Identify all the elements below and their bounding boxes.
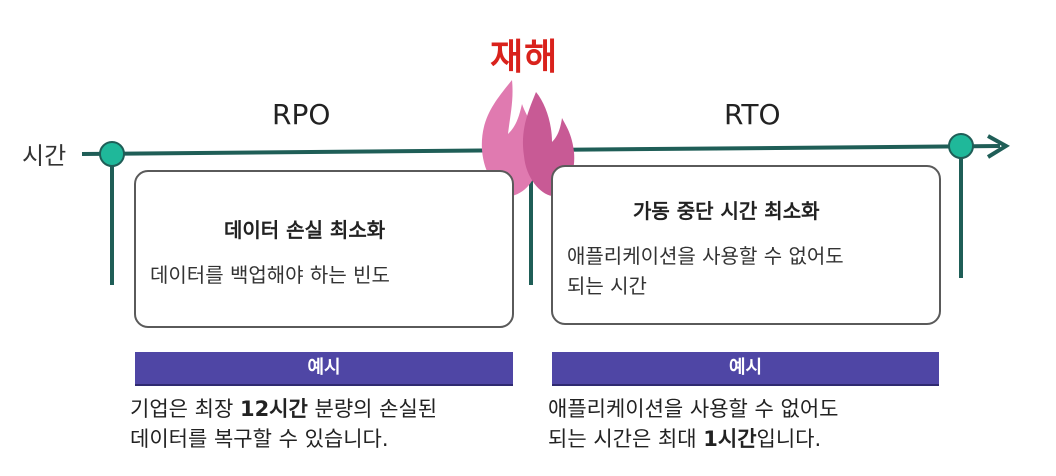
rpo-box: 데이터 손실 최소화 데이터를 백업해야 하는 빈도 bbox=[134, 170, 514, 328]
rto-box-desc-line1: 애플리케이션을 사용할 수 없어도 bbox=[567, 244, 844, 268]
rpo-example-line1-c: 분량의 손실된 bbox=[307, 397, 438, 421]
rto-box-description: 애플리케이션을 사용할 수 없어도 되는 시간 bbox=[567, 241, 937, 301]
rto-box-desc-line2: 되는 시간 bbox=[567, 274, 647, 298]
rto-box-title: 가동 중단 시간 최소화 bbox=[633, 199, 820, 223]
time-axis-label: 시간 bbox=[22, 142, 67, 170]
rpo-example-line1-a: 기업은 최장 bbox=[130, 397, 240, 421]
disaster-label: 재해 bbox=[490, 37, 559, 78]
rto-end-node bbox=[948, 133, 974, 159]
rto-label: RTO bbox=[724, 98, 781, 131]
rpo-box-description: 데이터를 백업해야 하는 빈도 bbox=[150, 263, 390, 287]
rto-example-line2-c: 입니다. bbox=[756, 427, 822, 451]
rpo-example-text: 기업은 최장 12시간 분량의 손실된 데이터를 복구할 수 있습니다. bbox=[130, 394, 437, 454]
rto-example-text: 애플리케이션을 사용할 수 없어도 되는 시간은 최대 1시간입니다. bbox=[548, 394, 839, 454]
arrow-right-icon bbox=[986, 134, 1010, 159]
rpo-example-line1: 기업은 최장 12시간 분량의 손실된 bbox=[130, 394, 437, 424]
rto-example-line2: 되는 시간은 최대 1시간입니다. bbox=[548, 424, 839, 454]
rpo-example-line2: 데이터를 복구할 수 있습니다. bbox=[130, 427, 389, 451]
rpo-start-node bbox=[99, 141, 125, 167]
rto-example-bar: 예시 bbox=[552, 352, 939, 386]
rto-example-highlight: 1시간 bbox=[703, 427, 757, 451]
rpo-box-title: 데이터 손실 최소화 bbox=[224, 218, 386, 242]
rpo-label: RPO bbox=[272, 98, 331, 131]
rpo-example-bar: 예시 bbox=[135, 352, 513, 386]
rto-example-line1: 애플리케이션을 사용할 수 없어도 bbox=[548, 397, 839, 421]
rpo-example-highlight: 12시간 bbox=[239, 397, 308, 421]
rto-example-line2-a: 되는 시간은 최대 bbox=[548, 427, 704, 451]
rto-box: 가동 중단 시간 최소화 애플리케이션을 사용할 수 없어도 되는 시간 bbox=[551, 165, 941, 325]
